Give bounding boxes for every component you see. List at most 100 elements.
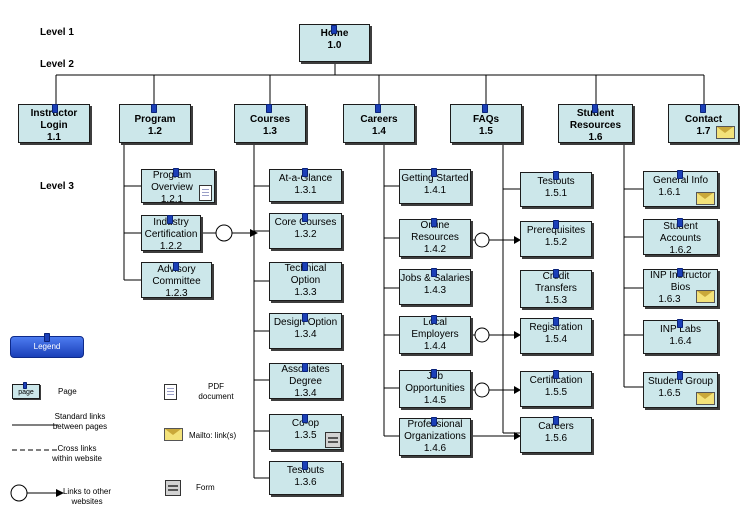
node-number: 1.4.4 [423, 341, 447, 352]
node-number: 1.6.4 [669, 336, 692, 347]
node-title: Getting Started [401, 173, 469, 184]
page-icon [677, 319, 683, 328]
level-3-label: Level 3 [40, 181, 74, 192]
node-title: Testouts [537, 176, 575, 187]
node-number: 1.2.1 [160, 194, 184, 205]
node-title: Prerequisites [526, 225, 586, 236]
mail-icon [716, 126, 735, 139]
legend-standard-links-label: Standard links between pages [52, 412, 108, 431]
node-number: 1.6.2 [669, 245, 692, 256]
legend-cross-links-label: Cross links within website [52, 444, 102, 463]
page-icon [553, 317, 559, 326]
node-number: 1.3.1 [294, 185, 317, 196]
node-title: At-a-Glance [278, 173, 333, 184]
node-number: 1.3.3 [294, 287, 317, 298]
mail-icon [696, 192, 715, 205]
node-title: Core Courses [274, 217, 337, 228]
node-number: 1.3 [263, 126, 277, 137]
page-icon [173, 168, 179, 177]
node-title: INP Labs [660, 324, 701, 335]
node-title: Careers [360, 114, 398, 125]
legend-mailto-label: Mailto: link(s) [189, 431, 237, 440]
page-icon [553, 171, 559, 180]
node-number: 1.2 [148, 126, 162, 137]
page-icon [431, 168, 437, 177]
pdf-icon [199, 185, 212, 201]
node-number: 1.3.4 [294, 388, 317, 399]
page-icon [375, 104, 381, 113]
node-title: Contact [684, 114, 723, 125]
page-icon [553, 269, 559, 278]
page-icon [302, 363, 308, 372]
mail-icon [164, 428, 183, 441]
legend-page-symbol-label: page [18, 389, 34, 396]
node-title: Program Overview [151, 170, 193, 193]
node-number: 1.1 [47, 132, 61, 143]
page-icon [592, 104, 598, 113]
node-number: 1.5.3 [544, 295, 568, 306]
page-icon [302, 414, 308, 423]
node-number: 1.3.2 [294, 229, 317, 240]
node-title: FAQs [472, 114, 500, 125]
node-title: Program [134, 114, 176, 125]
node-faqs[interactable]: FAQs 1.5 [450, 104, 522, 143]
page-icon [553, 416, 559, 425]
page-icon [23, 382, 27, 389]
node-title: Design Option [273, 317, 338, 328]
node-title: Certification [529, 375, 583, 386]
page-icon [677, 218, 683, 227]
node-number: 1.5.1 [544, 188, 568, 199]
page-icon [431, 218, 437, 227]
node-core-courses[interactable]: Core Courses 1.3.2 [269, 213, 342, 249]
page-icon [266, 104, 272, 113]
node-number: 1.6.3 [658, 294, 681, 305]
page-icon [553, 370, 559, 379]
node-number: 1.3.4 [294, 329, 317, 340]
node-title: Registration [529, 322, 583, 333]
node-title: Testouts [286, 465, 325, 476]
page-icon [302, 213, 308, 222]
level-1-label: Level 1 [40, 27, 74, 38]
page-icon [302, 461, 308, 470]
page-icon [677, 371, 683, 380]
page-icon [431, 369, 437, 378]
page-icon [44, 333, 50, 342]
page-icon [302, 262, 308, 271]
page-icon [151, 104, 157, 113]
node-number: 1.6.5 [658, 388, 681, 399]
node-number: 1.5.4 [544, 334, 568, 345]
node-number: 1.2.3 [165, 288, 188, 299]
node-number: 1.5.5 [544, 387, 568, 398]
node-number: 1.5.6 [544, 433, 568, 444]
node-number: 1.6.1 [658, 187, 681, 198]
form-icon [325, 432, 341, 448]
node-title: Courses [249, 114, 290, 125]
page-icon [302, 168, 308, 177]
node-number: 1.5.2 [544, 237, 568, 248]
mail-icon [696, 392, 715, 405]
node-title: Careers [538, 421, 574, 432]
legend-external-links-label: Links to other websites [62, 487, 112, 506]
node-title: Instructor Login [30, 108, 78, 131]
page-icon [700, 104, 706, 113]
legend-form-label: Form [196, 483, 215, 492]
mail-icon [696, 290, 715, 303]
page-icon [431, 417, 437, 426]
node-number: 1.3.6 [294, 477, 317, 488]
page-icon [331, 25, 337, 34]
node-title: Student Group [647, 376, 714, 387]
form-icon [165, 480, 181, 496]
node-number: 1.5 [479, 126, 493, 137]
legend-pdf-label: PDF document [198, 382, 234, 401]
node-number: 1.4.5 [423, 395, 447, 406]
node-title: Jobs & Salaries [400, 273, 470, 284]
node-number: 1.7 [696, 126, 711, 137]
page-icon [173, 262, 179, 271]
node-number: 1.4 [372, 126, 386, 137]
page-icon [677, 170, 683, 179]
node-number: 1.4.1 [423, 185, 447, 196]
page-icon [431, 268, 437, 277]
level-2-label: Level 2 [40, 59, 74, 70]
node-inp-instructor-bios[interactable]: INP Instructor Bios 1.6.3 [643, 269, 718, 307]
